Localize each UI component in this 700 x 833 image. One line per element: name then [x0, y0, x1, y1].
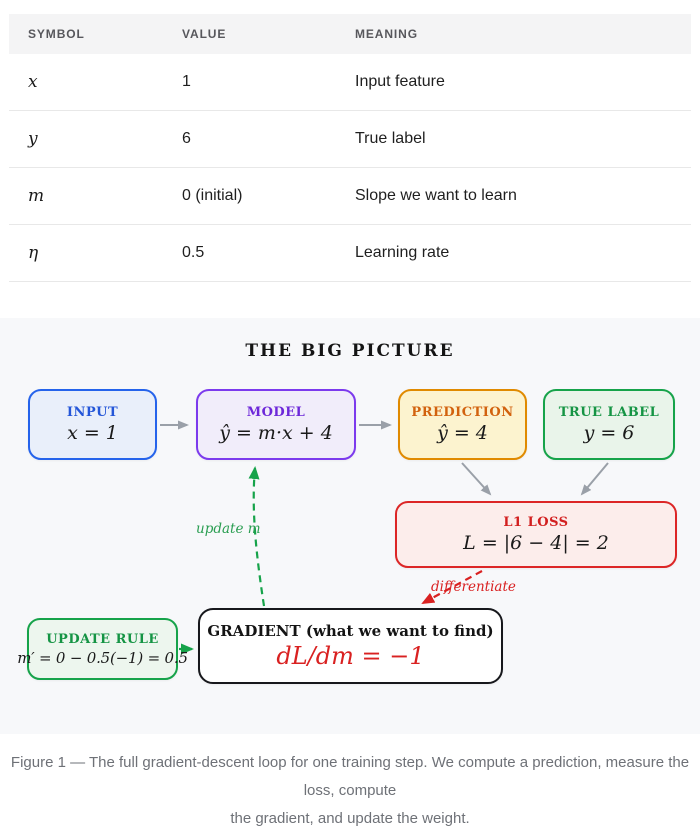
- input-box-title: INPUT: [66, 405, 119, 420]
- model-box-value: ŷ = m·x + 4: [219, 422, 333, 444]
- column-header-value: VALUE: [182, 27, 227, 41]
- prediction-box: PREDICTION ŷ = 4: [398, 389, 527, 460]
- gradient-box-title: GRADIENT (what we want to find): [207, 622, 494, 640]
- update-m-edge-label: update m: [196, 521, 261, 537]
- meaning-cell: Slope we want to learn: [355, 187, 517, 204]
- value-cell: 1: [182, 73, 191, 90]
- meaning-cell: Input feature: [355, 73, 445, 90]
- input-box-value: x = 1: [67, 422, 118, 444]
- symbol-cell: x: [28, 72, 38, 92]
- value-cell: 0 (initial): [182, 187, 243, 204]
- input-box: INPUT x = 1: [28, 389, 157, 460]
- figure-caption: Figure 1 — The full gradient-descent loo…: [0, 749, 700, 833]
- table-header-row: SYMBOL VALUE MEANING: [9, 14, 691, 54]
- model-box: MODEL ŷ = m·x + 4: [196, 389, 356, 460]
- gradient-to-model-update-arrow: [248, 466, 266, 607]
- meaning-cell: True label: [355, 130, 426, 147]
- gradient-box-value: dL/dm = −1: [276, 642, 425, 670]
- update-rule-box-value: m′ = 0 − 0.5(−1) = 0.5: [17, 648, 188, 667]
- figure-title: THE BIG PICTURE: [245, 341, 455, 361]
- symbol-cell: η: [28, 243, 39, 263]
- column-header-meaning: MEANING: [355, 27, 418, 41]
- table-row: x 1 Input feature: [9, 54, 691, 111]
- symbol-cell: y: [28, 129, 38, 149]
- table-row: m 0 (initial) Slope we want to learn: [9, 168, 691, 225]
- true-label-box-value: y = 6: [583, 422, 635, 444]
- prediction-box-value: ŷ = 4: [437, 422, 488, 444]
- value-cell: 6: [182, 130, 191, 147]
- update-rule-box-title: UPDATE RULE: [46, 631, 159, 647]
- symbol-table: SYMBOL VALUE MEANING x 1 Input feature y…: [9, 14, 691, 282]
- prediction-box-title: PREDICTION: [411, 405, 514, 420]
- figure-caption-line-2: the gradient, and update the weight.: [230, 810, 470, 827]
- true-label-to-loss-arrow: [580, 462, 609, 496]
- gradient-descent-figure: THE BIG PICTURE INPUT x = 1 MODEL ŷ = m·…: [0, 318, 700, 734]
- value-cell: 0.5: [182, 244, 205, 261]
- l1-loss-box-title: L1 LOSS: [503, 515, 569, 530]
- gradient-box: GRADIENT (what we want to find) dL/dm = …: [198, 608, 503, 684]
- table-row: η 0.5 Learning rate: [9, 225, 691, 282]
- figure-caption-line-1: Figure 1 — The full gradient-descent loo…: [10, 754, 690, 799]
- column-header-symbol: SYMBOL: [28, 27, 85, 41]
- table-row: y 6 True label: [9, 111, 691, 168]
- meaning-cell: Learning rate: [355, 244, 450, 261]
- symbol-cell: m: [28, 186, 45, 206]
- model-box-title: MODEL: [246, 405, 306, 420]
- l1-loss-box: L1 LOSS L = |6 − 4| = 2: [395, 501, 677, 568]
- update-rule-box: UPDATE RULE m′ = 0 − 0.5(−1) = 0.5: [17, 618, 188, 680]
- prediction-to-loss-arrow: [461, 462, 492, 496]
- differentiate-edge-label: differentiate: [431, 579, 516, 595]
- l1-loss-box-value: L = |6 − 4| = 2: [463, 532, 609, 554]
- true-label-box: TRUE LABEL y = 6: [543, 389, 675, 460]
- true-label-box-title: TRUE LABEL: [558, 405, 660, 420]
